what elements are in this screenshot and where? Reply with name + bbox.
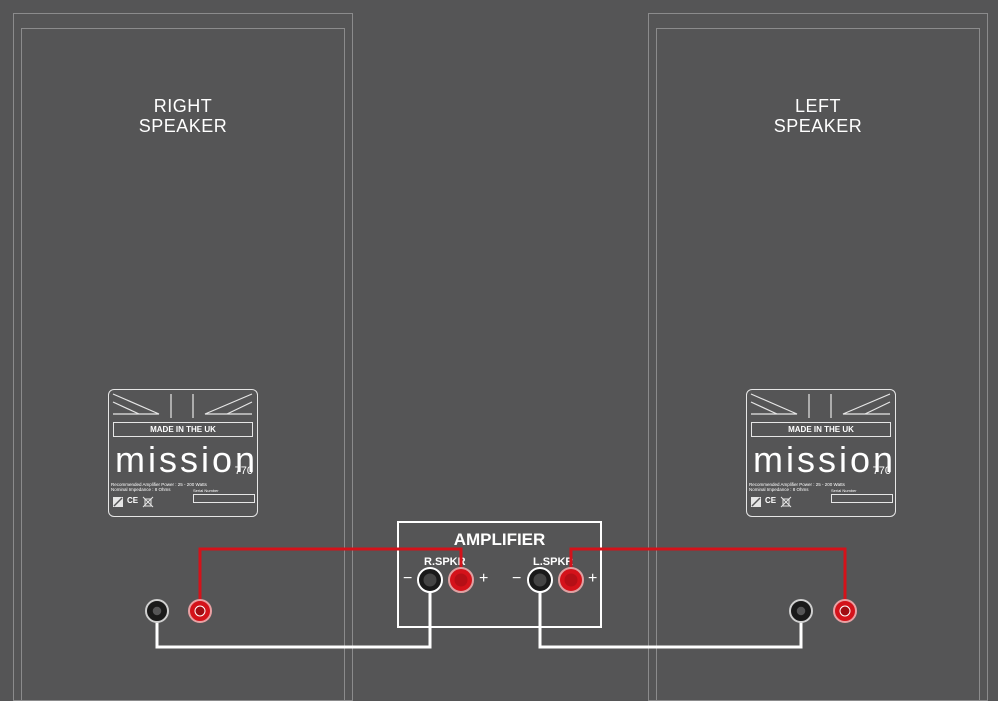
amp-left-plus-sign: + <box>588 570 598 587</box>
weee-bin-icon <box>780 496 792 508</box>
right-speaker-title-line2: SPEAKER <box>138 116 228 136</box>
serial-number-label: Serial Number <box>831 488 857 493</box>
left-speaker-badge: MADE IN THE UK mission 770 Recommended A… <box>746 389 896 517</box>
ce-mark: CE <box>765 496 777 505</box>
amplifier-box: AMPLIFIER R.SPKR L.SPKR − + − + <box>397 521 602 628</box>
brand-logo: mission <box>753 439 897 480</box>
right-speaker-inner-frame <box>21 28 345 700</box>
right-speaker-positive-terminal <box>188 599 212 623</box>
made-in-uk-label: MADE IN THE UK <box>751 422 891 437</box>
left-speaker-title-line1: LEFT <box>794 96 841 116</box>
spec-impedance: Nominal Impedance : 8 Ohms <box>749 487 809 492</box>
right-speaker-badge: MADE IN THE UK mission 770 Recommended A… <box>108 389 258 517</box>
amp-right-output-label: R.SPKR <box>424 556 466 568</box>
model-number: 770 <box>234 465 253 477</box>
left-speaker-negative-terminal <box>789 599 813 623</box>
left-speaker-title: LEFT SPEAKER <box>649 96 987 136</box>
union-jack-icon <box>112 393 253 418</box>
warning-icon <box>751 497 761 507</box>
amp-left-minus-sign: − <box>512 570 522 587</box>
amp-left-negative-terminal <box>527 567 553 593</box>
union-jack-icon <box>750 393 891 418</box>
amp-right-minus-sign: − <box>403 570 413 587</box>
left-speaker-inner-frame <box>656 28 980 700</box>
right-speaker-negative-terminal <box>145 599 169 623</box>
amp-right-negative-terminal <box>417 567 443 593</box>
model-number: 770 <box>872 465 891 477</box>
amp-right-plus-sign: + <box>479 570 489 587</box>
weee-bin-icon <box>142 496 154 508</box>
amplifier-title: AMPLIFIER <box>453 530 546 549</box>
brand-logo: mission <box>115 439 259 480</box>
right-speaker-title: RIGHT SPEAKER <box>14 96 352 136</box>
amp-left-output-label: L.SPKR <box>533 556 574 568</box>
made-in-uk-label: MADE IN THE UK <box>113 422 253 437</box>
white-wire-left <box>538 580 803 649</box>
spec-impedance: Nominal Impedance : 8 Ohms <box>111 487 171 492</box>
amp-right-positive-terminal <box>448 567 474 593</box>
right-speaker-cabinet: RIGHT SPEAKER <box>13 13 353 701</box>
left-speaker-title-line2: SPEAKER <box>773 116 863 136</box>
warning-icon <box>113 497 123 507</box>
right-speaker-title-line1: RIGHT <box>153 96 213 116</box>
left-speaker-positive-terminal <box>833 599 857 623</box>
red-wire-left <box>569 547 847 611</box>
serial-number-box <box>831 494 893 503</box>
red-wire-right <box>198 547 463 611</box>
amp-left-positive-terminal <box>558 567 584 593</box>
spec-power: Recommended Amplifier Power : 25 - 200 W… <box>111 482 207 487</box>
spec-power: Recommended Amplifier Power : 25 - 200 W… <box>749 482 845 487</box>
ce-mark: CE <box>127 496 139 505</box>
serial-number-box <box>193 494 255 503</box>
white-wire-right <box>155 580 432 649</box>
serial-number-label: Serial Number <box>193 488 219 493</box>
